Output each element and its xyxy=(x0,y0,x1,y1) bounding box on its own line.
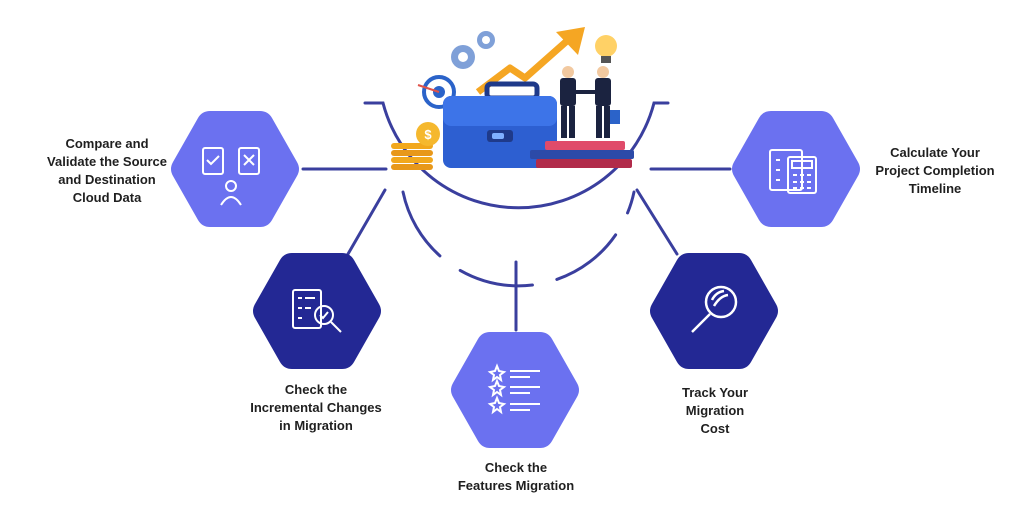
label-track-cost: Track Your Migration Cost xyxy=(682,385,748,436)
magnifier-icon xyxy=(691,285,738,333)
growth-arrow xyxy=(475,37,571,95)
star-list-icon xyxy=(487,363,540,415)
label-incremental-changes: Check the Incremental Changes in Migrati… xyxy=(250,382,382,433)
lightbulb-icon xyxy=(595,35,617,57)
hexagon-compare xyxy=(171,111,299,227)
connector-track xyxy=(635,188,679,256)
coin-stack-icon: $ xyxy=(391,122,440,170)
lower-arc xyxy=(401,190,636,288)
hexagon-incremental xyxy=(253,253,381,369)
hexagon-track xyxy=(650,253,778,369)
hexagon-calculate xyxy=(732,111,860,227)
document-search-icon xyxy=(292,289,342,333)
hexagon-features xyxy=(451,332,579,448)
business-briefcase-growth-illustration: $ xyxy=(391,27,634,170)
gear-icon xyxy=(451,31,495,69)
book-stack-icon xyxy=(530,141,634,168)
briefcase-icon xyxy=(443,81,557,168)
businessmen-handshake-icon xyxy=(560,66,620,138)
document-compare-person-icon xyxy=(202,147,260,206)
label-features-migration: Check the Features Migration xyxy=(457,460,575,493)
label-compare-validate: Compare and Validate the Source and Dest… xyxy=(47,136,167,205)
label-calculate-timeline: Calculate Your Project Completion Timeli… xyxy=(875,145,995,196)
svg-text:$: $ xyxy=(424,127,432,142)
connector-incremental xyxy=(346,188,387,256)
calendar-calculator-icon xyxy=(769,149,817,194)
